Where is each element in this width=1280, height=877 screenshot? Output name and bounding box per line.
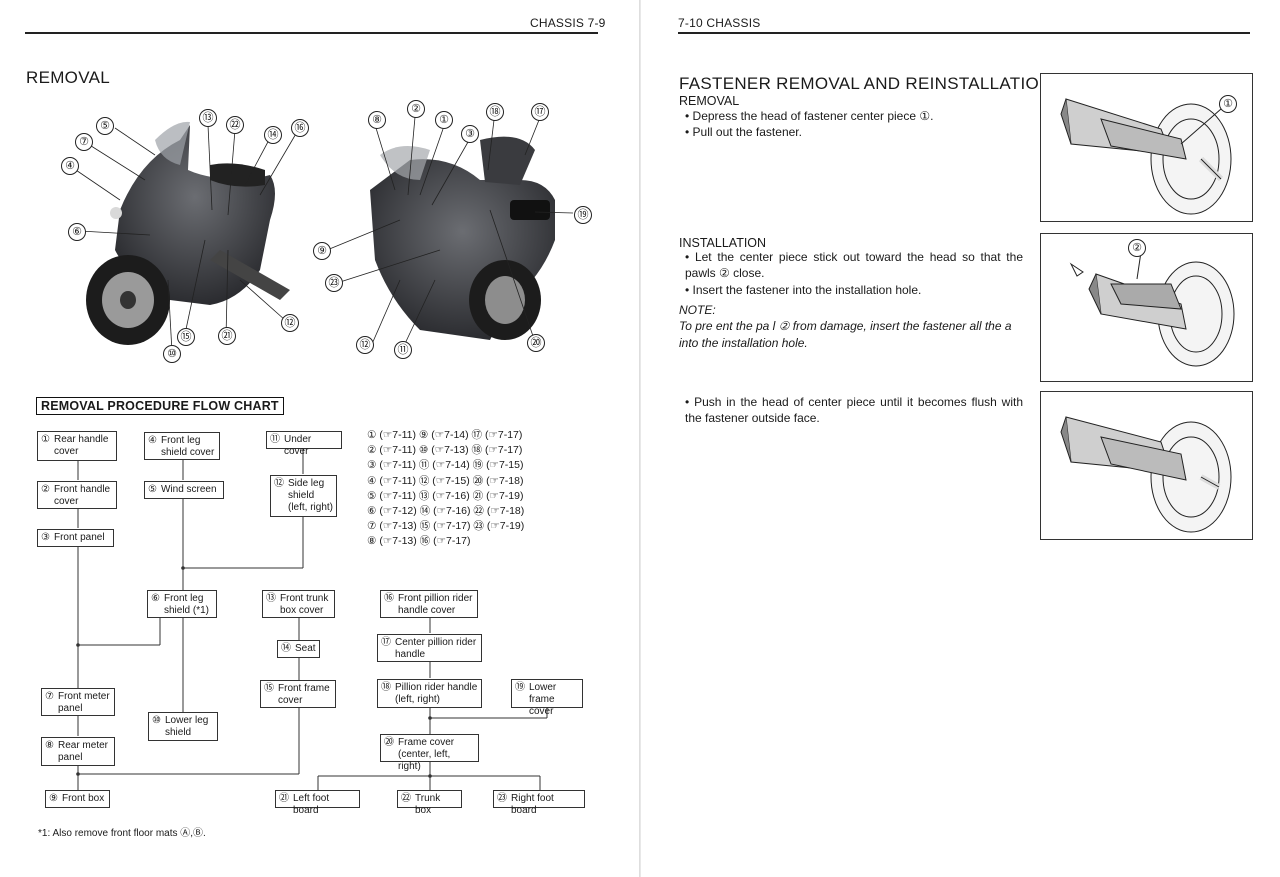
callout: ㉑ (218, 327, 236, 345)
note-label: NOTE: (679, 303, 716, 317)
fastener-installation-figure: ② (1040, 233, 1253, 382)
header-rule (25, 32, 598, 34)
callout: ⑯ (291, 119, 309, 137)
callout: ⑭ (264, 126, 282, 144)
note-text: To pre ent the pa l ② from damage, inser… (679, 319, 1012, 350)
installation-heading: INSTALLATION (679, 236, 767, 250)
callout: ⑮ (177, 328, 195, 346)
page-ref-row: ④ (☞7-11) ⑫ (☞7-15) ⑳ (☞7-18) (367, 474, 524, 487)
callout: ⑧ (368, 111, 386, 129)
installation-step: • Let the center piece stick out toward … (685, 250, 1023, 280)
page-ref-row: ① (☞7-11) ⑨ (☞7-14) ⑰ (☞7-17) (367, 429, 523, 441)
callout: ⑫ (281, 314, 299, 332)
flow-chart-title: REMOVAL PROCEDURE FLOW CHART (36, 397, 284, 415)
callout: ⑨ (313, 242, 331, 260)
callout: ⑱ (486, 103, 504, 121)
section-title: REMOVAL (26, 68, 110, 87)
callout: ④ (61, 157, 79, 175)
callout: ⑲ (574, 206, 592, 224)
installation-step: • Insert the fastener into the installat… (685, 283, 922, 297)
callout: ⑤ (96, 117, 114, 135)
callout: ㉒ (226, 116, 244, 134)
page-header: 7-10 CHASSIS (678, 16, 761, 30)
section-title: FASTENER REMOVAL AND REINSTALLATION (679, 74, 1052, 93)
header-rule (678, 32, 1250, 34)
callout: ㉓ (325, 274, 343, 292)
page-ref-row: ⑥ (☞7-12) ⑭ (☞7-16) ㉒ (☞7-18) (367, 505, 525, 518)
right-page: 7-10 CHASSIS FASTENER REMOVAL AND REINST… (640, 0, 1280, 877)
callout: ⑪ (394, 341, 412, 359)
page-header: CHASSIS 7-9 (530, 16, 606, 30)
fastener-removal-figure: ① (1040, 73, 1253, 222)
callout: ⑩ (163, 345, 181, 363)
page-ref-row: ⑦ (☞7-13) ⑮ (☞7-17) ㉓ (☞7-19) (367, 520, 525, 533)
callout: ⑰ (531, 103, 549, 121)
page-ref-row: ③ (☞7-11) ⑪ (☞7-14) ⑲ (☞7-15) (367, 459, 524, 472)
callout: ② (1128, 239, 1146, 257)
page-ref-row: ② (☞7-11) ⑩ (☞7-13) ⑱ (☞7-17) (367, 444, 523, 457)
fastener-flush-figure (1040, 391, 1253, 540)
removal-step: • Pull out the fastener. (685, 125, 802, 139)
removal-heading: REMOVAL (679, 94, 740, 108)
flow-chart-lines (76, 449, 548, 790)
footnote: *1: Also remove front floor mats Ⓐ,Ⓑ. (38, 828, 206, 839)
page-ref-row: ⑧ (☞7-13) ⑯ (☞7-17) (367, 535, 471, 548)
callout: ⑦ (75, 133, 93, 151)
callout: ⑳ (527, 334, 545, 352)
page-gutter (639, 0, 641, 877)
scooter-front-photo (69, 121, 298, 353)
callout: ⑬ (199, 109, 217, 127)
final-step: • Push in the head of center piece until… (685, 395, 1023, 425)
removal-step: • Depress the head of fastener center pi… (685, 109, 934, 123)
callout: ① (435, 111, 453, 129)
callout: ① (1219, 95, 1237, 113)
callout: ⑥ (68, 223, 86, 241)
callout: ② (407, 100, 425, 118)
scooter-rear-photo (326, 116, 574, 351)
page-reference-list: ① (☞7-11) ⑨ (☞7-14) ⑰ (☞7-17) ② (☞7-11) … (367, 428, 524, 550)
left-page: CHASSIS 7-9 REMOVAL ⑤ ⑦ ④ ⑥ ⑬ ㉒ ⑭ ⑯ ⑮ (25, 16, 606, 839)
callout: ③ (461, 125, 479, 143)
page-ref-row: ⑤ (☞7-11) ⑬ (☞7-16) ㉑ (☞7-19) (367, 489, 524, 502)
callout: ⑫ (356, 336, 374, 354)
